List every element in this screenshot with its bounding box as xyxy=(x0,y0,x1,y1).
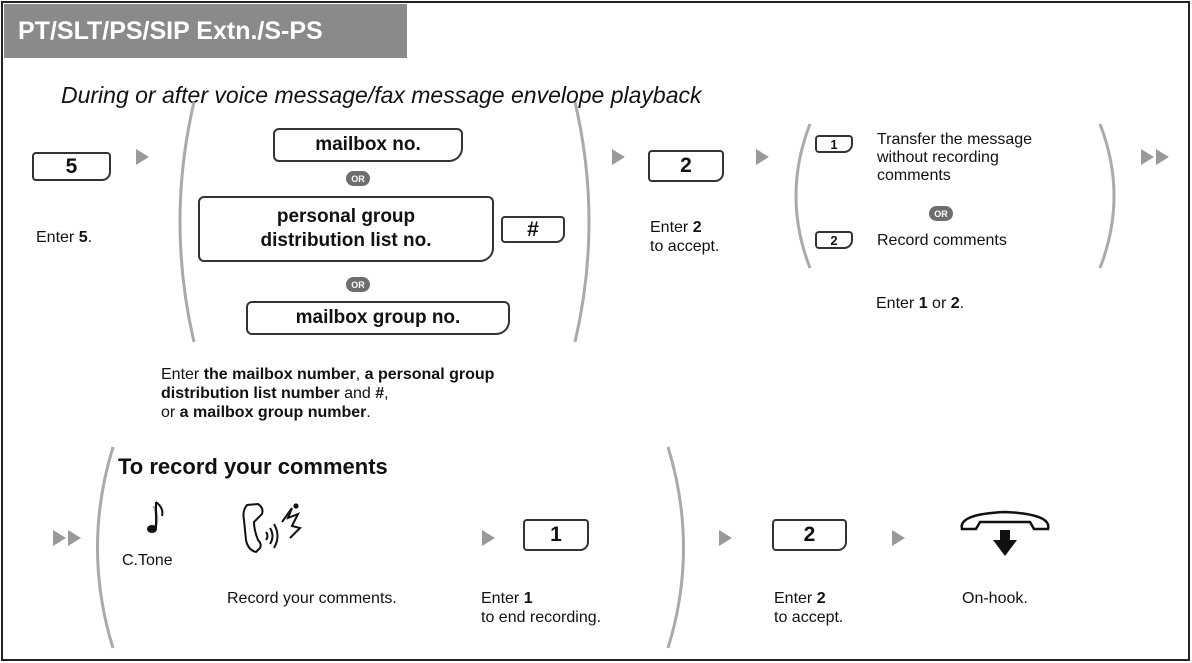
arrow-icon xyxy=(756,149,769,165)
c-tone-label: C.Tone xyxy=(122,552,173,569)
step4-caption: Enter 1 or 2. xyxy=(876,295,965,312)
record-caption: Record your comments. xyxy=(227,590,397,607)
arrow-icon xyxy=(482,530,495,546)
arrow-icon xyxy=(892,530,905,546)
mailbox-no-box[interactable]: mailbox no. xyxy=(273,128,463,162)
right-bracket xyxy=(666,446,685,649)
header-title: PT/SLT/PS/SIP Extn./S-PS xyxy=(4,4,407,58)
mailbox-group-no-box[interactable]: mailbox group no. xyxy=(246,301,510,335)
arrow-icon xyxy=(136,149,149,165)
key-2[interactable]: 2 xyxy=(772,519,847,551)
step2-caption: Enter the mailbox number, a personal gro… xyxy=(161,366,495,421)
hash-key[interactable]: # xyxy=(501,216,565,243)
key-2[interactable]: 2 xyxy=(815,231,853,249)
or-badge: OR xyxy=(346,277,370,292)
arrow-icon xyxy=(612,149,625,165)
continue-arrow-icon xyxy=(53,530,81,546)
key-2[interactable]: 2 xyxy=(648,150,724,182)
right-bracket xyxy=(573,101,591,343)
record-option-label: Record comments xyxy=(877,232,1007,249)
talking-handset-icon xyxy=(242,502,302,554)
arrow-icon xyxy=(719,530,732,546)
continue-arrow-icon xyxy=(1141,149,1169,165)
or-badge: OR xyxy=(346,171,370,186)
on-hook-icon xyxy=(960,510,1050,556)
right-bracket xyxy=(1098,123,1116,269)
step1-caption: Enter 5. xyxy=(36,229,93,246)
left-bracket xyxy=(794,123,812,269)
left-bracket xyxy=(96,446,115,649)
key-1[interactable]: 1 xyxy=(815,135,853,153)
key-5[interactable]: 5 xyxy=(32,152,111,181)
music-note-icon xyxy=(147,501,164,533)
or-badge: OR xyxy=(929,206,953,221)
key-1[interactable]: 1 xyxy=(523,519,589,551)
subtitle: During or after voice message/fax messag… xyxy=(61,82,702,108)
section-title: To record your comments xyxy=(118,454,388,479)
left-bracket xyxy=(178,101,196,343)
on-hook-caption: On-hook. xyxy=(962,590,1028,607)
